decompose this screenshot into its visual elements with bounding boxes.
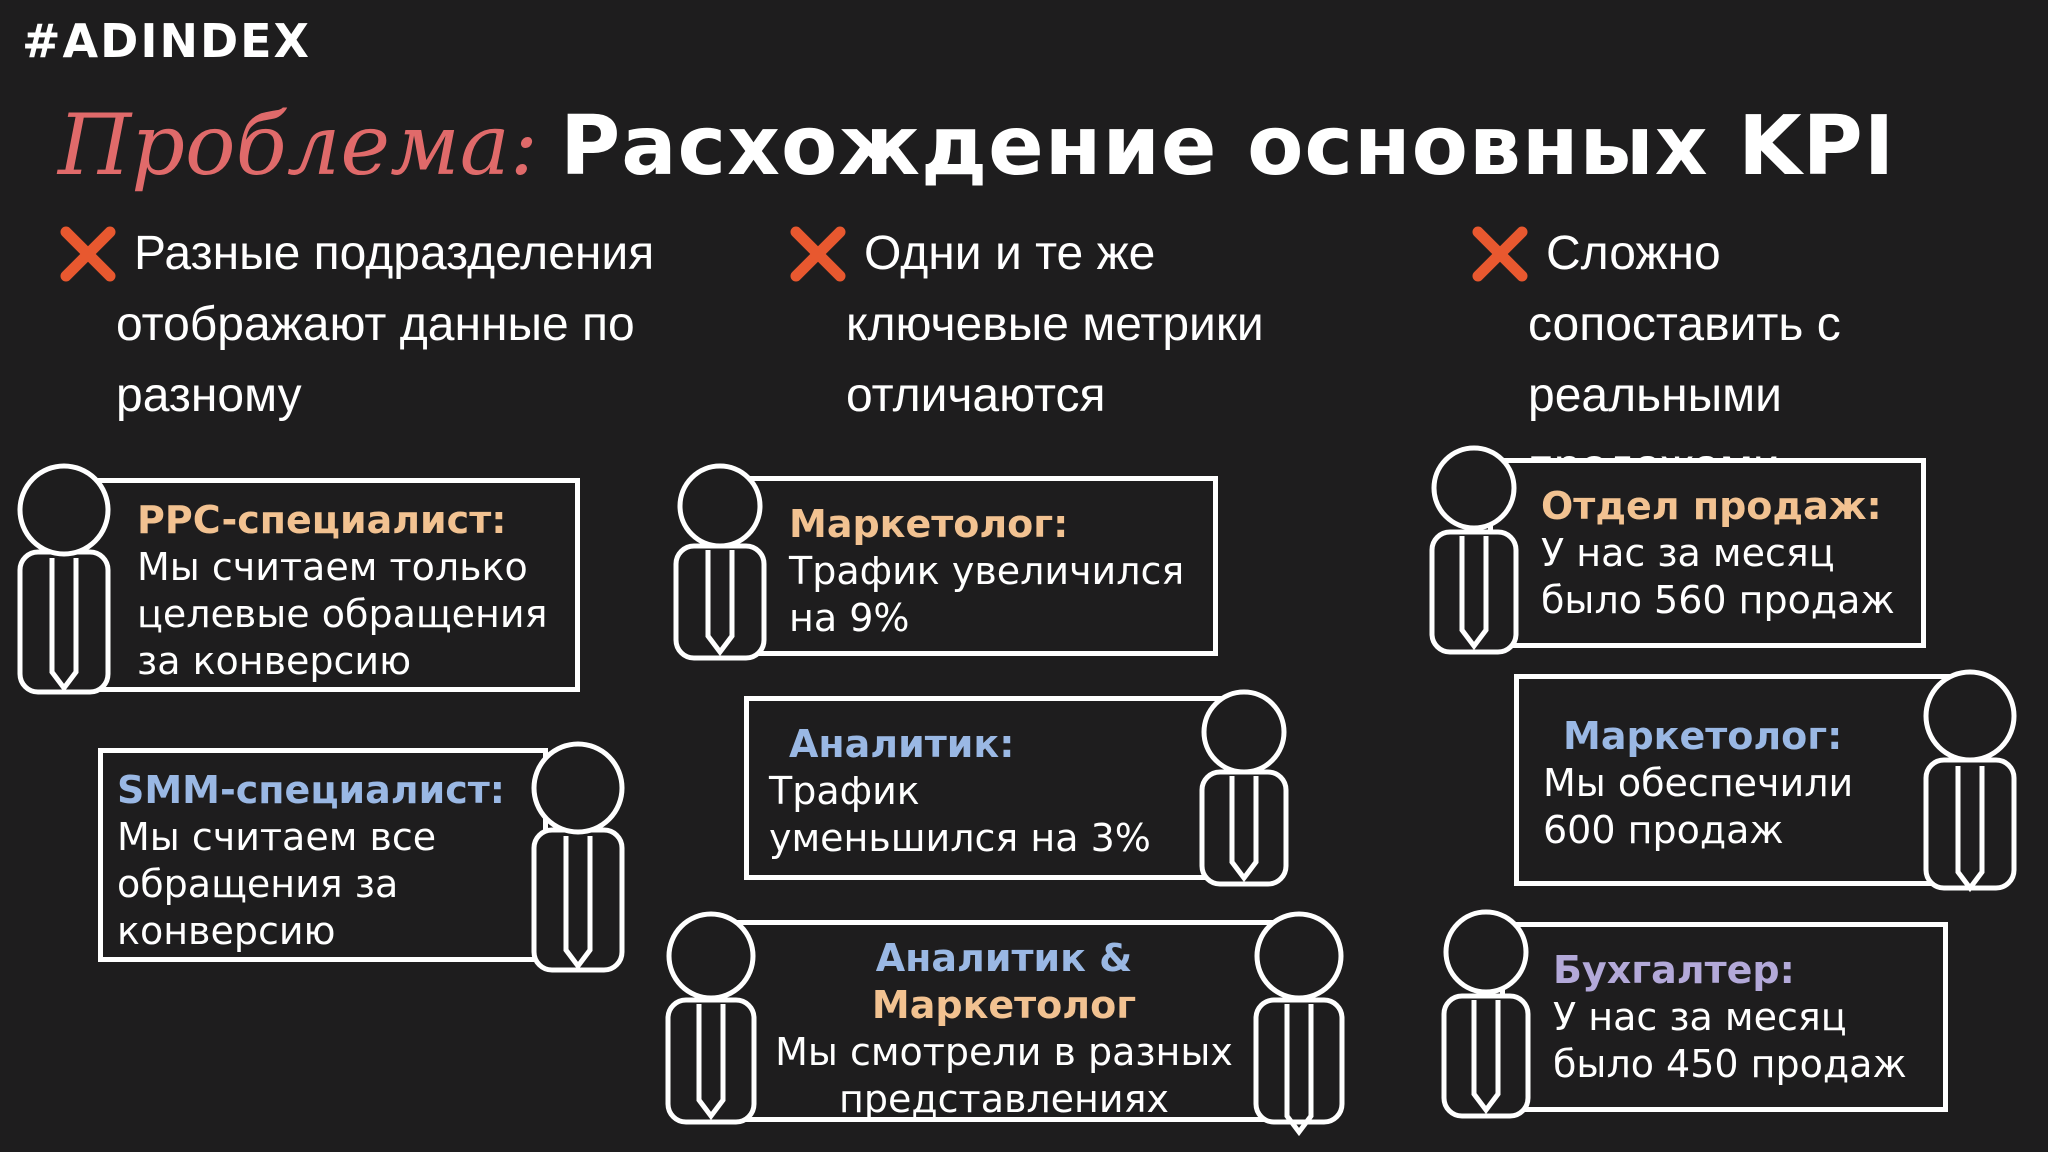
role-label-marketer: Маркетолог <box>871 983 1137 1027</box>
role-label: Отдел продаж: <box>1541 484 1882 528</box>
speech-box-marketer: Маркетолог: Трафик увеличился на 9% <box>724 476 1218 656</box>
title-main: Расхождение основных KPI <box>560 99 1896 194</box>
title-prefix: Проблема: <box>58 96 539 194</box>
problem-2-line-2: ключевые метрики <box>846 298 1264 351</box>
speech-box-analyst-and-marketer: Аналитик & Маркетолог Мы смотрели в разн… <box>700 920 1308 1122</box>
quote-line: У нас за месяц <box>1553 995 1847 1039</box>
speech-box-ppc-specialist: PPC-специалист: Мы считаем только целевы… <box>68 478 580 692</box>
problem-3: Сложно сопоставить с реальными продажами <box>1470 218 1841 458</box>
quote-line: Мы считаем только <box>137 545 528 589</box>
speech-box-sales-department: Отдел продаж: У нас за месяц было 560 пр… <box>1488 458 1926 648</box>
quote-line: было 450 продаж <box>1553 1042 1907 1086</box>
role-label: PPC-специалист: <box>137 498 507 542</box>
person-tie-icon <box>662 910 760 1126</box>
problem-3-line-2: сопоставить с <box>1528 298 1841 351</box>
person-tie-icon <box>670 462 770 662</box>
quote-line: на 9% <box>789 596 910 640</box>
quote-line: 600 продаж <box>1543 808 1784 852</box>
problem-3-line-4: продажами <box>1528 431 1841 458</box>
quote-line: конверсию <box>117 909 336 953</box>
role-label: Бухгалтер: <box>1553 948 1795 992</box>
person-tie-icon <box>1196 688 1292 888</box>
speech-box-accountant: Бухгалтер: У нас за месяц было 450 прода… <box>1500 922 1948 1112</box>
quote-line: Мы считаем все <box>117 815 437 859</box>
person-tie-icon <box>1426 444 1522 656</box>
problem-2: Одни и те же ключевые метрики отличаются <box>788 218 1264 431</box>
person-tie-icon <box>1250 910 1348 1142</box>
person-tie-icon <box>1920 668 2020 896</box>
quote-line: за конверсию <box>137 639 412 683</box>
slide-title: Проблема: Расхождение основных KPI <box>58 96 1895 194</box>
cross-mark-icon <box>790 226 846 281</box>
quote-line: было 560 продаж <box>1541 578 1895 622</box>
role-label: Маркетолог: <box>789 502 1069 546</box>
role-label: Аналитик: <box>789 722 1015 766</box>
quote-line: целевые обращения <box>137 592 548 636</box>
problem-1: Разные подразделения отображают данные п… <box>58 218 654 431</box>
problem-1-line-3: разному <box>116 369 302 422</box>
cross-mark-icon <box>1472 226 1528 281</box>
quote-line: У нас за месяц <box>1541 531 1835 575</box>
quote-line: Трафик увеличился <box>789 549 1185 593</box>
quote-line: уменьшился на 3% <box>769 816 1151 860</box>
problem-2-line-3: отличаются <box>846 369 1106 422</box>
speech-box-marketer-right: Маркетолог: Мы обеспечили 600 продаж <box>1514 674 1954 886</box>
cross-mark-icon <box>60 226 116 281</box>
speech-box-analyst: Аналитик: Трафик уменьшился на 3% <box>744 696 1244 880</box>
problem-3-line-1: Сложно <box>1546 227 1721 280</box>
role-label: SMM-специалист: <box>117 768 505 812</box>
role-label: Маркетолог: <box>1563 714 1843 758</box>
person-tie-icon <box>528 740 628 974</box>
problem-3-line-3: реальными <box>1528 369 1782 422</box>
problem-2-line-1: Одни и те же <box>864 227 1156 280</box>
problem-1-line-1: Разные подразделения <box>134 227 655 280</box>
quote-line: Мы обеспечили <box>1543 761 1854 805</box>
quote-line: представлениях <box>839 1077 1169 1121</box>
problem-1-line-2: отображают данные по <box>116 298 635 351</box>
person-tie-icon <box>14 462 114 696</box>
person-tie-icon <box>1438 908 1534 1120</box>
speech-box-smm-specialist: SMM-специалист: Мы считаем все обращения… <box>98 748 548 962</box>
quote-line: Трафик <box>769 769 920 813</box>
role-label-analyst: Аналитик & <box>875 936 1133 980</box>
adindex-logo: #ADINDEX <box>22 14 312 68</box>
quote-line: обращения за <box>117 862 399 906</box>
quote-line: Мы смотрели в разных <box>775 1030 1233 1074</box>
